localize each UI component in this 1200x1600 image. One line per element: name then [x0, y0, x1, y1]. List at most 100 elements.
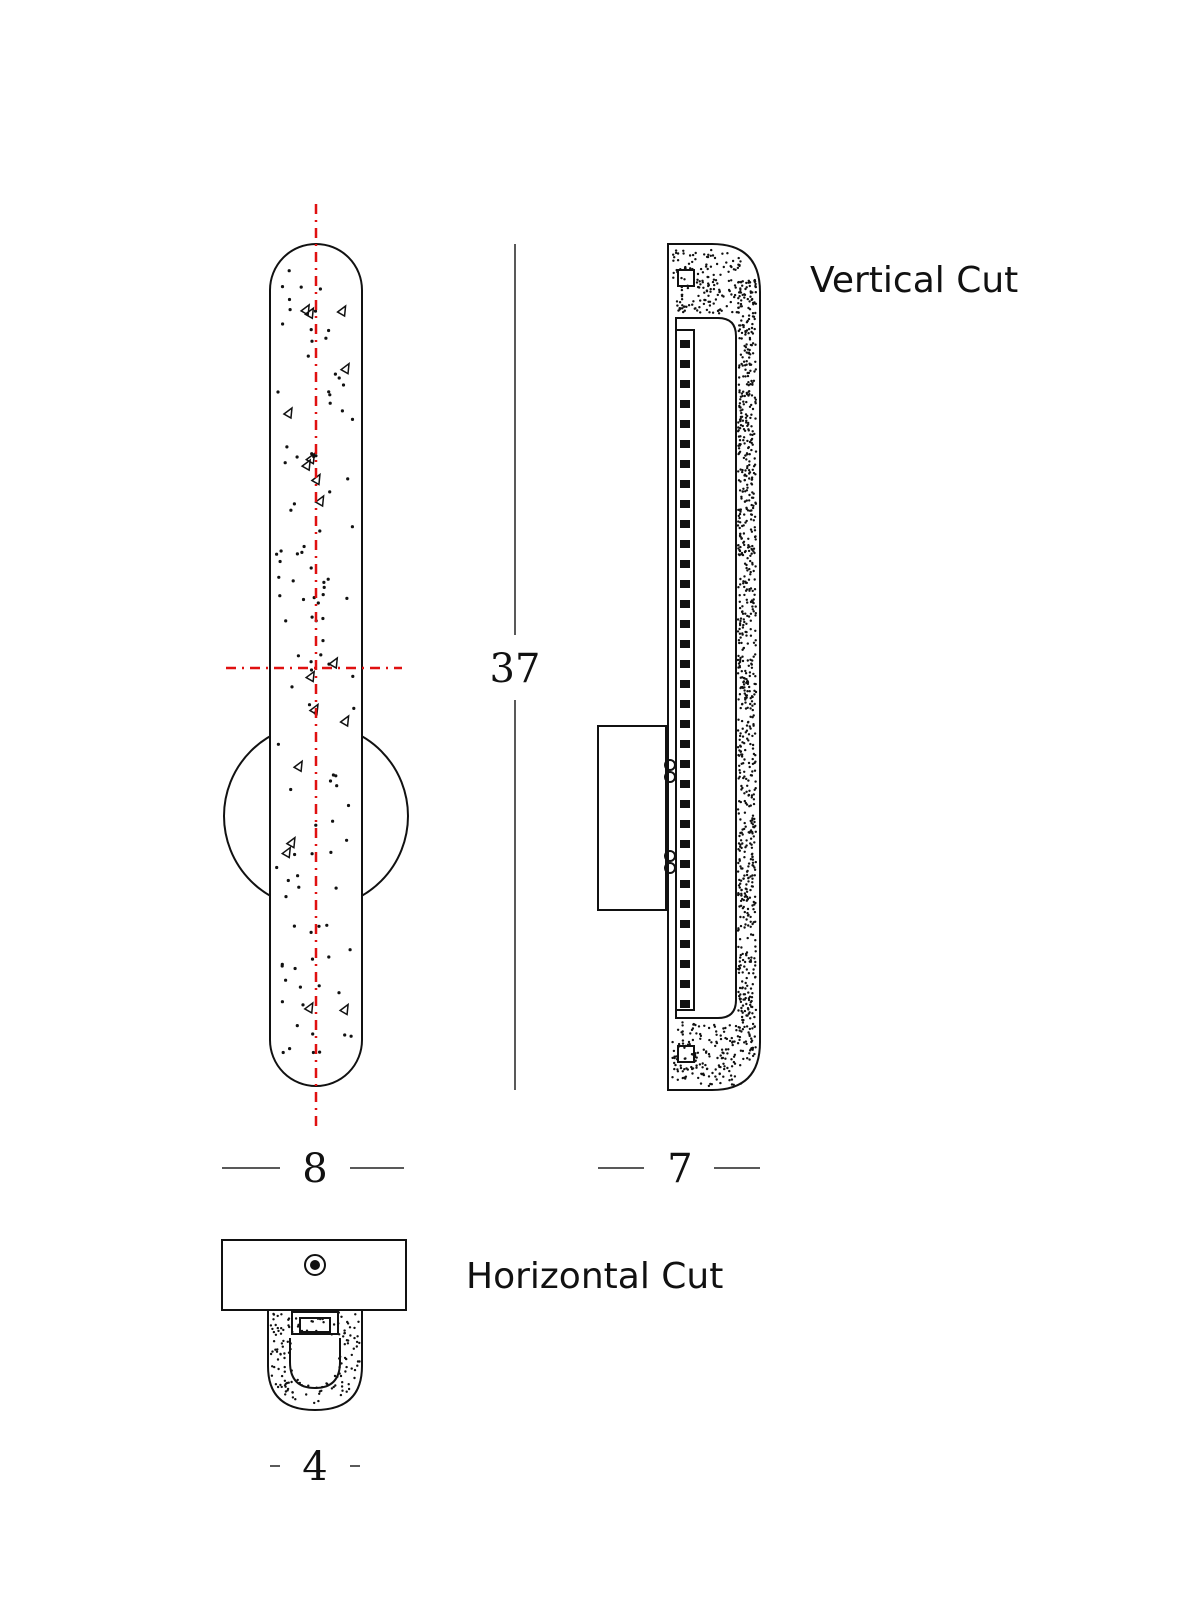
speckle-dot: [733, 295, 736, 299]
speckle-dot: [749, 888, 752, 892]
speckle-dot: [738, 402, 742, 405]
speckle-dot: [740, 299, 743, 302]
speckle-dot: [748, 1034, 751, 1038]
speckle-dot: [739, 899, 743, 903]
speckle-dot: [319, 653, 323, 657]
speckle-dot: [738, 627, 741, 631]
speckle-dot: [743, 770, 746, 773]
speckle-dot: [276, 1326, 279, 1330]
speckle-dot: [680, 298, 684, 301]
speckle-dot: [291, 1391, 294, 1394]
speckle-dot: [701, 271, 705, 274]
speckle-dot: [750, 552, 753, 555]
speckle-dot: [737, 444, 740, 447]
speckle-dot: [292, 502, 296, 506]
speckle-dot: [343, 1332, 346, 1335]
speckle-dot: [745, 419, 748, 422]
speckle-dot: [752, 519, 755, 522]
speckle-dot: [728, 1039, 732, 1043]
speckle-dot: [748, 805, 751, 808]
speckle-dot: [751, 747, 755, 750]
speckle-dot: [715, 1040, 718, 1044]
speckle-dot: [351, 674, 355, 679]
led-mark: [680, 960, 690, 968]
speckle-dot: [280, 1327, 283, 1330]
speckle-dot: [754, 368, 757, 371]
horizontal-speckle-texture: [269, 1311, 361, 1405]
speckle-dot: [740, 831, 743, 834]
speckle-dot: [738, 693, 742, 696]
speckle-dot: [330, 1387, 334, 1390]
speckle-dot: [310, 339, 314, 343]
speckle-triangle: [314, 494, 325, 508]
led-mark: [680, 1000, 690, 1008]
speckle-dot: [750, 530, 754, 533]
speckle-dot: [737, 306, 740, 309]
speckle-dot: [752, 655, 755, 658]
speckle-dot: [743, 742, 746, 745]
speckle-dot: [709, 287, 712, 291]
speckle-dot: [743, 926, 746, 929]
speckle-dot: [750, 476, 754, 479]
speckle-dot: [754, 639, 757, 642]
speckle-dot: [738, 769, 741, 772]
speckle-dot: [746, 737, 749, 740]
speckle-dot: [279, 1352, 282, 1356]
speckle-dot: [313, 309, 318, 313]
speckle-dot: [739, 1049, 743, 1052]
speckle-dot: [704, 1051, 708, 1054]
speckle-dot: [736, 524, 740, 527]
speckle-dot: [744, 672, 748, 675]
speckle-dot: [747, 733, 751, 736]
speckle-dot: [747, 957, 750, 960]
speckle-dot: [687, 1040, 691, 1044]
led-mark: [680, 860, 690, 868]
led-mark: [680, 680, 690, 688]
speckle-dot: [315, 1386, 318, 1389]
speckle-dot: [296, 874, 300, 878]
speckle-dot: [738, 376, 741, 379]
speckle-dot: [744, 748, 747, 752]
speckle-dot: [745, 343, 748, 346]
speckle-dot: [738, 834, 741, 838]
speckle-dot: [749, 634, 753, 637]
led-mark: [680, 440, 690, 448]
speckle-dot: [712, 273, 715, 277]
front-width-dimension: 8: [222, 1146, 404, 1192]
speckle-dot: [741, 655, 744, 658]
speckle-dot: [730, 1078, 734, 1081]
speckle-dot: [737, 421, 740, 424]
speckle-dot: [741, 1049, 745, 1053]
speckle-dot: [748, 308, 752, 311]
speckle-dot: [673, 1055, 676, 1058]
speckle-dot: [349, 1034, 353, 1038]
speckle-dot: [748, 471, 752, 474]
speckle-dot: [321, 593, 325, 597]
speckle-dot: [284, 619, 288, 623]
speckle-dot: [713, 256, 717, 260]
speckle-dot: [739, 395, 743, 398]
speckle-dot: [745, 777, 748, 781]
speckle-dot: [321, 639, 325, 643]
speckle-dot: [749, 1003, 752, 1007]
speckle-dot: [748, 765, 751, 769]
speckle-dot: [331, 819, 335, 823]
speckle-dot: [751, 708, 754, 712]
speckle-dot: [747, 1031, 750, 1034]
speckle-dot: [346, 1342, 350, 1345]
led-mark: [680, 880, 690, 888]
speckle-dot: [752, 724, 755, 727]
speckle-dot: [710, 248, 713, 252]
speckle-dot: [279, 1332, 283, 1335]
speckle-dot: [750, 326, 754, 330]
speckle-dot: [738, 764, 741, 767]
speckle-dot: [749, 433, 752, 436]
speckle-dot: [741, 686, 745, 690]
speckle-dot: [749, 416, 752, 420]
speckle-dot: [751, 832, 754, 835]
speckle-dot: [748, 1052, 751, 1055]
speckle-dot: [340, 1315, 343, 1319]
speckle-dot: [672, 271, 675, 275]
speckle-dot: [749, 702, 752, 706]
speckle-dot: [739, 521, 742, 524]
